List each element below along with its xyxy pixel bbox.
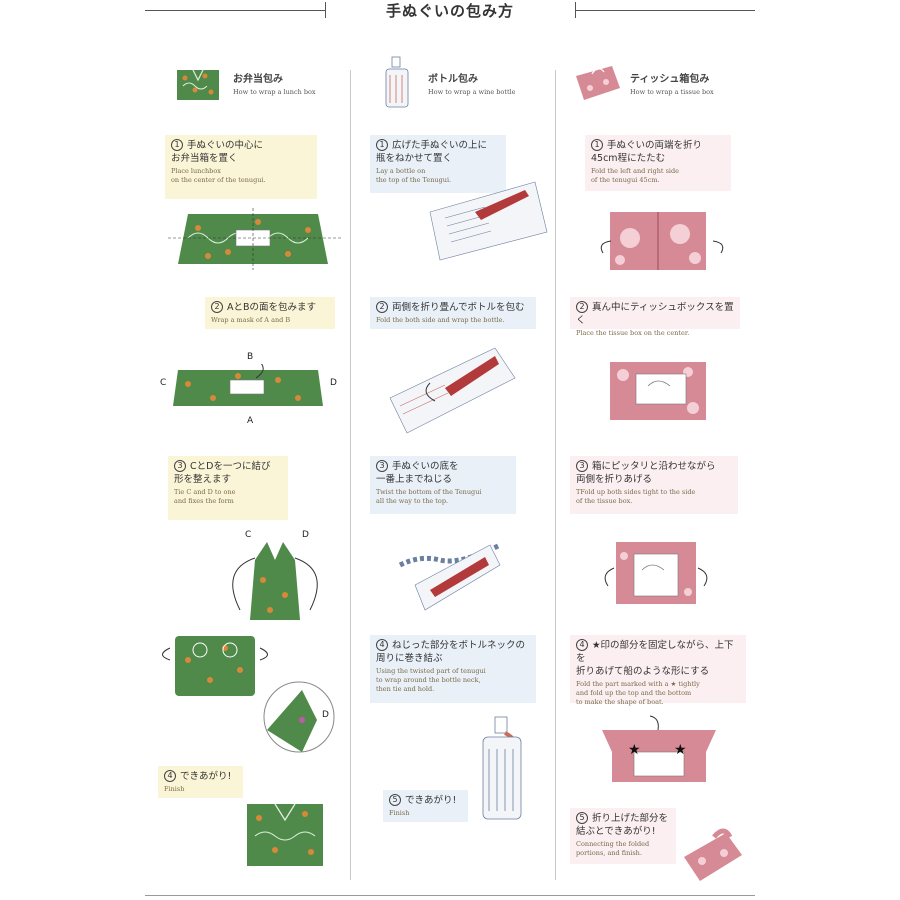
step-number: 1 [591, 139, 603, 151]
step-number: 3 [576, 460, 588, 472]
lunch-detail-circle [263, 681, 335, 753]
svg-text:★: ★ [628, 742, 641, 758]
tissue-illustration-4: ★ ★ [602, 715, 716, 782]
bottle-illustration-1 [429, 181, 548, 261]
step-text-en: Place lunchbox on the center of the tenu… [171, 167, 266, 184]
step-number: 2 [576, 301, 588, 313]
tissue-illustration-2 [610, 362, 706, 420]
label-b: B [247, 352, 254, 362]
bottle-illustration-2 [389, 347, 516, 434]
tissue-illustration-1 [600, 212, 724, 270]
tissue-subtitle: How to wrap a tissue box [630, 88, 714, 96]
page-title: 手ぬぐいの包み方 [385, 2, 514, 20]
label-c: C [245, 530, 252, 540]
step-text-en: Lay a bottle on the top of the Tenugui. [376, 167, 452, 184]
step-text-en: Using the twisted part of tenugui to wra… [376, 667, 486, 693]
step-text-en: Fold the part marked with a ★ tightly an… [576, 680, 700, 706]
step-text-en: TFold up both sides tight to the side of… [576, 488, 696, 505]
lunch-illustration-1 [168, 208, 343, 270]
column-divider [350, 70, 351, 880]
step-text-en: Place the tissue box on the center. [576, 329, 690, 337]
step-number: 4 [164, 770, 176, 782]
header-line-left [145, 10, 325, 11]
step-text-en: Connecting the folded portions, and fini… [576, 840, 650, 857]
step-number: 2 [376, 301, 388, 313]
step-text-en: Finish [389, 809, 410, 817]
svg-text:★: ★ [674, 742, 687, 758]
footer-line [145, 895, 755, 896]
step-number: 1 [171, 139, 183, 151]
step-text-en: Fold the both side and wrap the bottle. [376, 316, 505, 324]
tissue-illustration-3 [604, 542, 708, 604]
label-a: A [247, 416, 254, 426]
lunch-subtitle: How to wrap a lunch box [233, 88, 316, 96]
lunch-finished-illustration [247, 803, 323, 866]
bottle-icon [385, 56, 409, 108]
step-number: 4 [576, 639, 588, 651]
label-d: D [322, 710, 329, 720]
lunch-title: お弁当包み [233, 74, 283, 85]
step-number: 3 [174, 460, 186, 472]
bottle-title: ボトル包み [428, 74, 478, 85]
step-text-en: Tie C and D to one and fixes the form [174, 488, 236, 505]
header-tick-left [325, 2, 326, 18]
label-d: D [302, 530, 309, 540]
column-divider [555, 70, 556, 880]
lunchbox-icon [177, 69, 219, 100]
step-number: 5 [576, 812, 588, 824]
lunch-illustration-3 [232, 542, 318, 620]
step-number: 5 [389, 794, 401, 806]
step-number: 3 [376, 460, 388, 472]
bottle-finished-illustration [482, 716, 522, 820]
step-text-en: Fold the left and right side of the tenu… [591, 167, 680, 184]
tissue-box-icon [576, 66, 620, 100]
lunch-illustration-2 [173, 364, 323, 406]
lunch-illustration-3b [162, 636, 268, 696]
step-number: 1 [376, 139, 388, 151]
tissue-title: ティッシュ箱包み [630, 74, 710, 85]
label-c: C [160, 378, 167, 388]
step-text-en: Finish [164, 785, 185, 793]
step-text-en: Twist the bottom of the Tenugui all the … [376, 488, 482, 505]
bottle-illustration-3 [398, 542, 502, 611]
bottle-subtitle: How to wrap a wine bottle [428, 88, 516, 96]
label-d: D [330, 378, 337, 388]
step-number: 2 [211, 301, 223, 313]
header-line-right [575, 10, 755, 11]
step-text-en: Wrap a mask of A and B [211, 316, 291, 324]
step-number: 4 [376, 639, 388, 651]
tissue-finished-illustration [684, 828, 742, 881]
step-text-jp: 4★印の部分を固定しながら、上下を 折りあげて船のような形にする [576, 639, 734, 677]
tissue-step-4: 4★印の部分を固定しながら、上下を 折りあげて船のような形にする Fold th… [570, 635, 750, 707]
